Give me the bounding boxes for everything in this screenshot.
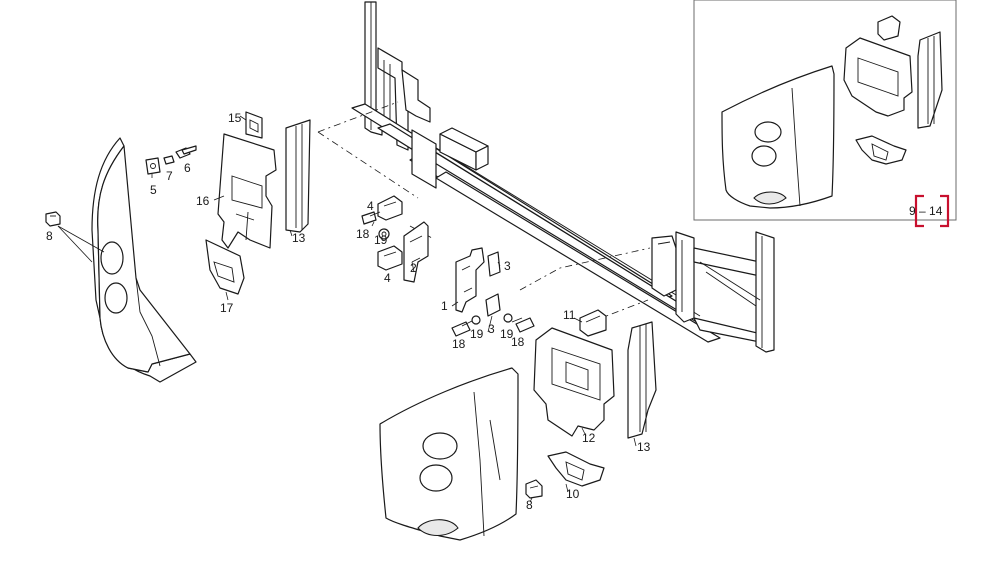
- callout-11: 11: [563, 308, 576, 322]
- callout-3-upper: 3: [504, 259, 511, 273]
- part-6-bolt: [175, 145, 197, 159]
- inset-range-bracket: [914, 194, 950, 228]
- callout-10: 10: [566, 487, 580, 501]
- callout-19-upper: 19: [374, 233, 388, 247]
- part-11-mount: [579, 309, 607, 337]
- inset-range-label: 9 – 14: [909, 204, 943, 218]
- callout-5: 5: [150, 183, 157, 197]
- part-4-bracket-upper: [377, 195, 403, 221]
- part-13-rail-left: [285, 119, 311, 233]
- callout-7: 7: [166, 169, 173, 183]
- callout-1: 1: [441, 299, 448, 313]
- callout-12: 12: [582, 431, 596, 445]
- callout-17: 17: [220, 301, 234, 315]
- callout-3-lower: 3: [488, 322, 495, 336]
- part-5-bracket: [145, 157, 161, 175]
- part-16-bracket: [217, 133, 277, 249]
- callout-4-lower: 4: [384, 271, 391, 285]
- inset-panel: [693, 0, 957, 228]
- callout-15: 15: [228, 111, 242, 125]
- callout-2: 2: [410, 261, 417, 275]
- callout-19-center-left: 19: [470, 327, 484, 341]
- part-8-clip-right: [525, 479, 543, 499]
- callout-13-left: 13: [292, 231, 306, 245]
- callout-8-left: 8: [46, 229, 53, 243]
- part-3-plate-lower: [485, 293, 501, 317]
- part-19-washer-upper: [378, 228, 390, 240]
- part-1-bracket: [455, 247, 485, 313]
- callout-4-upper: 4: [367, 199, 374, 213]
- callout-8-right: 8: [526, 498, 533, 512]
- part-8-clip-left: [45, 211, 61, 227]
- part-7-nut: [163, 155, 175, 165]
- part-3-plate-upper: [487, 251, 501, 277]
- part-9-cover-center: [379, 367, 519, 541]
- part-4-bracket-lower: [377, 245, 403, 271]
- callout-18-center-right: 18: [511, 335, 525, 349]
- part-9-cover-left: [91, 137, 197, 383]
- part-10-plate: [547, 451, 605, 487]
- front-crossmember-frame: [351, 1, 775, 353]
- callout-18-upper: 18: [356, 227, 370, 241]
- callout-19-center-right: 19: [500, 327, 514, 341]
- leader-lines: [57, 115, 637, 503]
- callout-6: 6: [184, 161, 191, 175]
- part-2-bracket: [403, 221, 429, 283]
- part-18-bolt-upper: [361, 211, 381, 225]
- part-13-rail-right: [627, 321, 657, 439]
- callout-labels: 8 5 7 6 15 16 13 17 4 18 19 2 4 3 1 3 19…: [46, 111, 943, 512]
- callout-18-center-left: 18: [452, 337, 466, 351]
- callout-16: 16: [196, 194, 210, 208]
- part-15-mount: [245, 111, 263, 139]
- part-12-bracket: [533, 327, 615, 437]
- part-17-plate: [205, 239, 245, 295]
- callout-13-right: 13: [637, 440, 651, 454]
- part-18-19-hardware-center: [451, 313, 535, 337]
